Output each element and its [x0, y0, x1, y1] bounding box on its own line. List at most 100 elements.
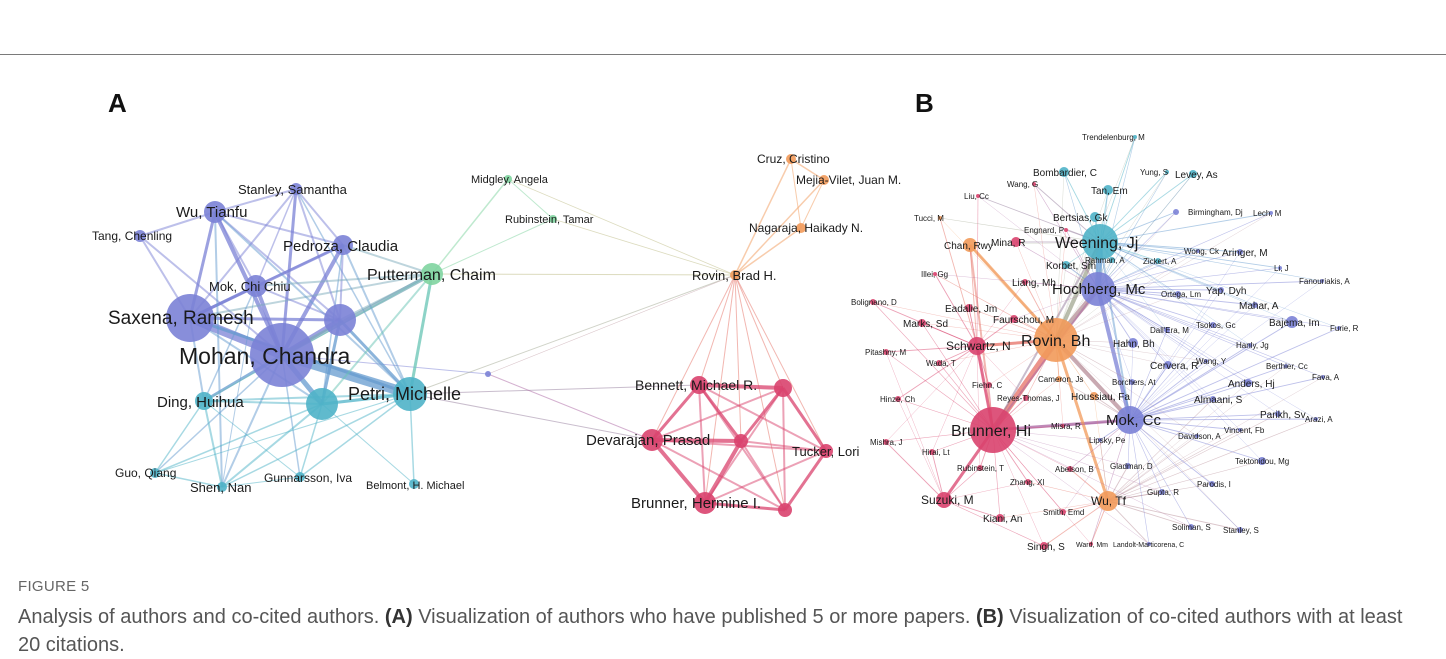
a-edge [203, 285, 257, 402]
b-node-label: Mok, Cc [1106, 412, 1162, 429]
b-node-label: Brunner, Hi [951, 423, 1031, 440]
b-node-label: Liu, Cc [964, 192, 989, 201]
panel-b-edges [872, 136, 1340, 547]
a-edge [734, 158, 792, 276]
b-edge [1090, 419, 1131, 545]
a-edge [781, 387, 828, 452]
b-edge [1107, 500, 1241, 531]
b-node-weening [1082, 224, 1118, 260]
a-edge [189, 316, 341, 322]
a-edge [431, 218, 554, 275]
b-node-label: Yap, Dyh [1206, 286, 1246, 297]
top-rule [0, 54, 1446, 55]
b-edge [1099, 241, 1131, 421]
b-node-zickert [1155, 258, 1161, 264]
a-edge [221, 403, 323, 488]
a-edge [139, 211, 216, 237]
b-edge [1055, 212, 1272, 341]
a-node-label: Mok, Chi Chiu [209, 279, 291, 294]
b-edge [931, 345, 978, 453]
b-node-li-j [1278, 266, 1282, 270]
b-node-label: Wong, Ck [1184, 247, 1220, 256]
b-node-chan-rwy [963, 238, 977, 252]
b-node-singh [1040, 542, 1048, 550]
a-node-belmont [409, 479, 419, 489]
panel-b-letter: B [915, 88, 934, 118]
b-edge [872, 301, 1057, 341]
a-node-nagaraja [796, 223, 806, 233]
a-edge [342, 244, 433, 275]
b-edge [1129, 280, 1323, 421]
b-node-label: Furie, R [1330, 324, 1359, 333]
b-edge [969, 244, 978, 347]
b-node-label: Wada, T [926, 359, 956, 368]
b-node-label: Weening, Jj [1055, 235, 1138, 252]
b-node-label: Bertsias, Gk [1053, 213, 1108, 224]
b-node-label: Fava, A [1312, 373, 1340, 382]
b-node-ward [1089, 542, 1093, 546]
b-edge [1107, 376, 1324, 502]
a-node-cruz [786, 154, 796, 164]
a-node-label: Petri, Michelle [348, 384, 461, 404]
a-edge [651, 387, 784, 441]
b-node-ortega [1175, 291, 1181, 297]
a-node-isolated [485, 371, 491, 377]
a-edge [734, 274, 786, 511]
figure-label: FIGURE 5 [18, 578, 90, 595]
a-edge [800, 179, 825, 229]
b-node-label: Tan, Em [1091, 186, 1128, 197]
a-edge [214, 188, 297, 213]
a-node-label: Wu, Tianfu [176, 204, 247, 221]
b-edge [1097, 212, 1272, 290]
b-node-label: Wu, Tf [1091, 494, 1127, 508]
a-edge [431, 178, 509, 275]
b-node-label: Li, J [1274, 264, 1289, 273]
b-node-mahar [1252, 302, 1258, 308]
b-edge [992, 429, 1150, 545]
b-node-label: Anders, Hj [1228, 379, 1275, 390]
b-node-berthier [1284, 364, 1288, 368]
b-edge [1099, 241, 1340, 329]
b-edge [1099, 439, 1109, 502]
b-edge [1107, 429, 1241, 502]
b-node-label: Dall'Era, M [1150, 326, 1189, 335]
b-node-davidson [1195, 434, 1199, 438]
b-edge [999, 500, 1109, 519]
a-edge [339, 273, 433, 321]
a-edge [698, 274, 736, 386]
a-node-label: Nagaraja, Haikady N. [749, 221, 863, 235]
a-edge [154, 393, 411, 474]
b-node-label: Engnard, P [1024, 226, 1064, 235]
b-node-mok-cc [1116, 406, 1144, 434]
a-edge [431, 273, 736, 276]
b-edge [977, 195, 1101, 243]
a-node-label: Brunner, Hermine I. [631, 495, 761, 512]
a-edge [734, 179, 825, 276]
b-edge [1129, 304, 1256, 421]
a-edge [214, 211, 223, 488]
a-node-label: Shen, Nan [190, 480, 251, 495]
a-node-brunner [694, 492, 716, 514]
figure-caption: Analysis of authors and co-cited authors… [18, 603, 1428, 659]
a-edge [507, 178, 554, 220]
b-edge [1129, 398, 1214, 421]
b-node-label: Houssiau, Fa [1071, 392, 1130, 403]
b-node-label: Bajema, Im [1269, 318, 1320, 329]
b-edge [1097, 288, 1241, 431]
a-edge [154, 403, 323, 474]
b-node-label: Rubinstein, T [957, 464, 1004, 473]
b-node-wang-g [1032, 182, 1036, 186]
b-node-tsokos [1210, 322, 1216, 328]
a-node-mejia [819, 175, 829, 185]
a-node-label: Mohan, Chandra [179, 343, 351, 369]
b-node-liang [1022, 279, 1028, 285]
b-node-misra [1061, 424, 1065, 428]
b-node-gupta [1159, 489, 1165, 495]
b-node-mina [1011, 237, 1021, 247]
b-edge [1129, 321, 1293, 421]
b-node-tucci [938, 216, 942, 220]
b-edge [1129, 419, 1241, 431]
b-edge [943, 467, 981, 501]
a-edge [321, 403, 415, 485]
b-edge [1097, 288, 1249, 384]
